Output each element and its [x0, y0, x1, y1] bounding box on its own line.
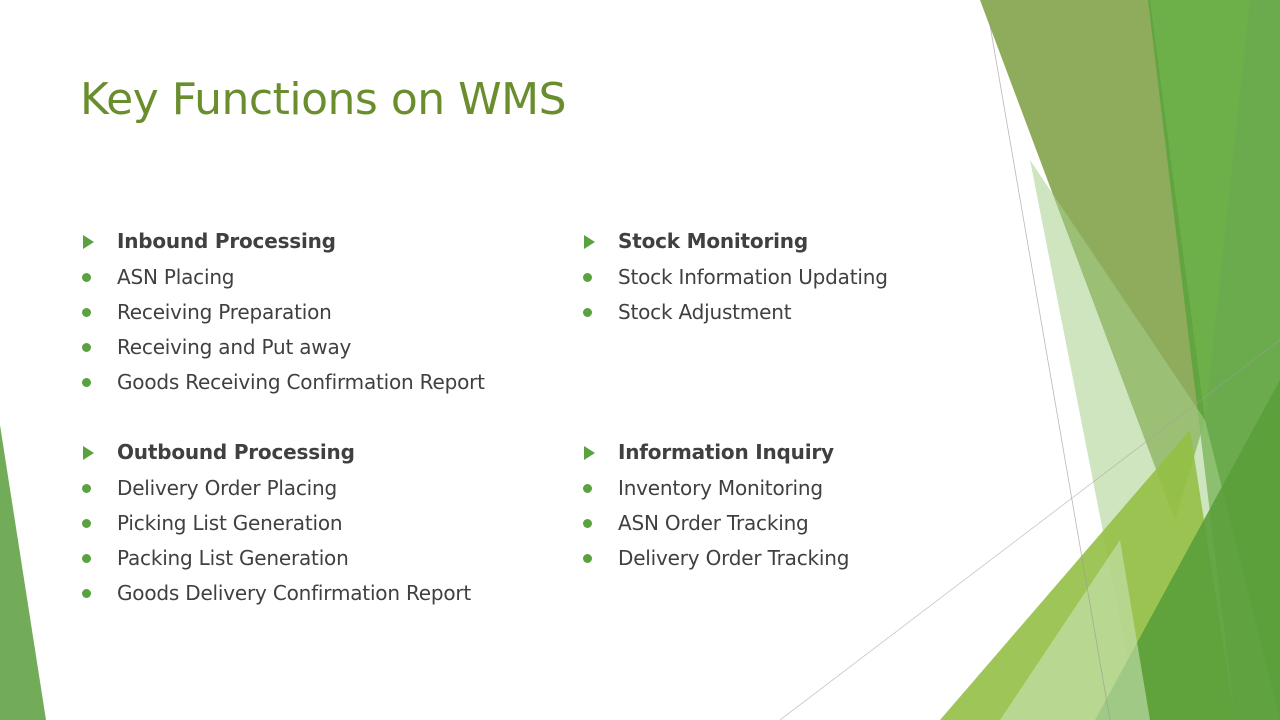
- item-text: Goods Delivery Confirmation Report: [117, 581, 472, 605]
- heading-text: Stock Monitoring: [618, 229, 808, 253]
- facet-green-mid: [1150, 0, 1250, 420]
- list-item: Picking List Generation: [80, 508, 471, 543]
- dot-bullet-icon: [82, 343, 91, 352]
- group-heading: Stock Monitoring: [581, 226, 888, 262]
- heading-text: Outbound Processing: [117, 440, 355, 464]
- list-item: Receiving Preparation: [80, 297, 485, 332]
- list-item: Goods Delivery Confirmation Report: [80, 578, 471, 613]
- slide-title: Key Functions on WMS: [80, 74, 567, 125]
- list-item: Stock Information Updating: [581, 262, 888, 297]
- dot-bullet-icon: [82, 378, 91, 387]
- facet-light-wedge: [1000, 540, 1150, 720]
- list-item: Receiving and Put away: [80, 332, 485, 367]
- triangle-bullet-icon: [584, 235, 595, 249]
- dot-bullet-icon: [583, 554, 592, 563]
- dot-bullet-icon: [583, 519, 592, 528]
- dot-bullet-icon: [82, 589, 91, 598]
- heading-text: Information Inquiry: [618, 440, 834, 464]
- group-outbound-processing: Outbound Processing Delivery Order Placi…: [80, 437, 471, 613]
- list-item: ASN Placing: [80, 262, 485, 297]
- item-text: Picking List Generation: [117, 511, 343, 535]
- item-text: Receiving and Put away: [117, 335, 352, 359]
- item-text: Goods Receiving Confirmation Report: [117, 370, 485, 394]
- group-heading: Inbound Processing: [80, 226, 485, 262]
- item-text: ASN Order Tracking: [618, 511, 809, 535]
- list-item: Packing List Generation: [80, 543, 471, 578]
- list-item: Inventory Monitoring: [581, 473, 849, 508]
- item-text: Stock Adjustment: [618, 300, 792, 324]
- item-text: Stock Information Updating: [618, 265, 888, 289]
- facet-green-low: [1095, 380, 1280, 720]
- item-text: Packing List Generation: [117, 546, 349, 570]
- item-text: ASN Placing: [117, 265, 235, 289]
- item-text: Receiving Preparation: [117, 300, 332, 324]
- group-heading: Information Inquiry: [581, 437, 849, 473]
- group-inbound-processing: Inbound Processing ASN Placing Receiving…: [80, 226, 485, 402]
- item-text: Delivery Order Tracking: [618, 546, 850, 570]
- item-text: Inventory Monitoring: [618, 476, 823, 500]
- dot-bullet-icon: [82, 519, 91, 528]
- list-item: ASN Order Tracking: [581, 508, 849, 543]
- dot-bullet-icon: [583, 273, 592, 282]
- dot-bullet-icon: [583, 308, 592, 317]
- dot-bullet-icon: [82, 554, 91, 563]
- dot-bullet-icon: [583, 484, 592, 493]
- item-text: Delivery Order Placing: [117, 476, 337, 500]
- dot-bullet-icon: [82, 308, 91, 317]
- triangle-bullet-icon: [584, 446, 595, 460]
- triangle-bullet-icon: [83, 235, 94, 249]
- guide-line-2: [779, 339, 1280, 720]
- list-item: Delivery Order Placing: [80, 473, 471, 508]
- list-item: Delivery Order Tracking: [581, 543, 849, 578]
- dot-bullet-icon: [82, 484, 91, 493]
- group-stock-monitoring: Stock Monitoring Stock Information Updat…: [581, 226, 888, 332]
- left-facet: [0, 425, 46, 720]
- group-heading: Outbound Processing: [80, 437, 471, 473]
- heading-text: Inbound Processing: [117, 229, 336, 253]
- list-item: Stock Adjustment: [581, 297, 888, 332]
- group-information-inquiry: Information Inquiry Inventory Monitoring…: [581, 437, 849, 578]
- dot-bullet-icon: [82, 273, 91, 282]
- triangle-bullet-icon: [83, 446, 94, 460]
- list-item: Goods Receiving Confirmation Report: [80, 367, 485, 402]
- guide-line-1: [989, 24, 1111, 720]
